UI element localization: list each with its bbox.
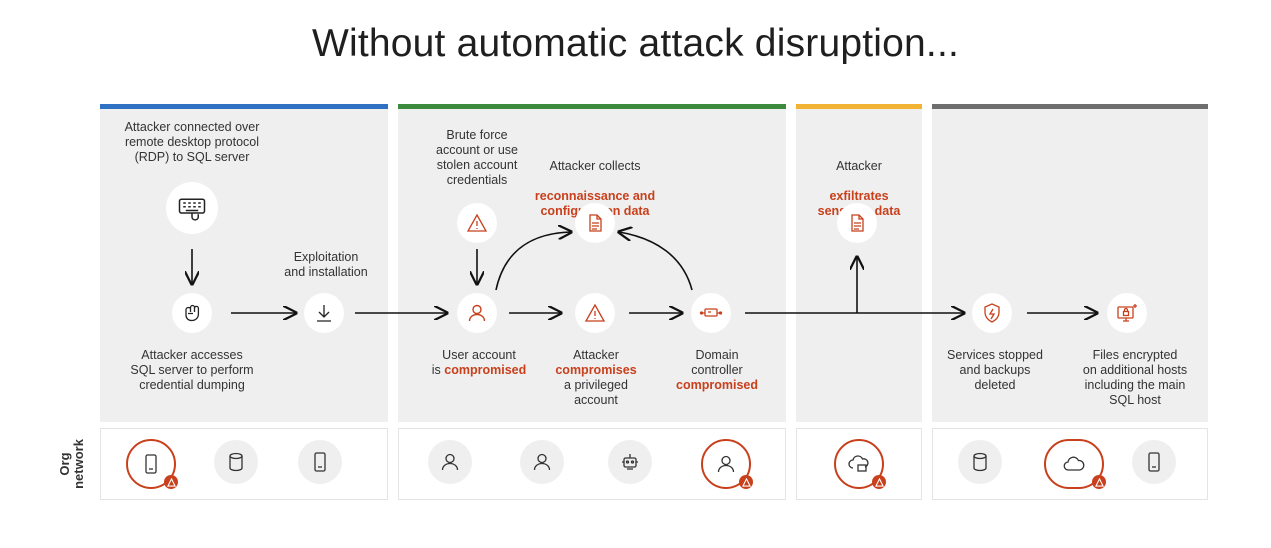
phase-panel-initial-access xyxy=(100,104,388,422)
label-files-encrypted: Files encrypted on additional hosts incl… xyxy=(1082,348,1188,407)
server-icon xyxy=(1132,440,1176,484)
phase-bar-green xyxy=(398,104,786,109)
alert-badge xyxy=(164,475,178,489)
exfil-text: Attacker xyxy=(836,159,882,173)
label-services-stopped: Services stopped and backups deleted xyxy=(947,348,1043,392)
robot-icon xyxy=(608,440,652,484)
phase-bar-blue xyxy=(100,104,388,109)
label-brute-force: Brute force account or use stolen accoun… xyxy=(436,128,518,187)
database-icon xyxy=(958,440,1002,484)
label-privileged: Attacker compromises a privileged accoun… xyxy=(546,348,646,408)
phase-bar-gray xyxy=(932,104,1208,109)
user-icon xyxy=(701,439,753,489)
label-domain-controller: Domain controller compromised xyxy=(662,348,772,393)
shield-icon xyxy=(972,293,1012,333)
document-icon xyxy=(837,203,877,243)
priv-text: Attacker xyxy=(573,348,619,362)
label-user-compromised: User account is compromised xyxy=(424,348,534,378)
phase-bar-yellow xyxy=(796,104,922,109)
recon-text: Attacker collects xyxy=(549,159,641,173)
warning-triangle-icon xyxy=(457,203,497,243)
user-highlight: compromised xyxy=(444,363,527,377)
server-icon xyxy=(691,293,731,333)
user-text: User account is xyxy=(431,348,516,377)
user-icon xyxy=(428,440,472,484)
database-icon xyxy=(214,440,258,484)
warning-triangle-icon xyxy=(575,293,615,333)
server-icon xyxy=(126,439,178,489)
priv-highlight: compromises xyxy=(555,363,637,377)
label-exploitation: Exploitation and installation xyxy=(284,250,368,279)
alert-badge xyxy=(1092,475,1106,489)
dc-text: Domain controller xyxy=(691,348,743,377)
document-icon xyxy=(575,203,615,243)
page-title: Without automatic attack disruption... xyxy=(311,22,960,65)
server-icon xyxy=(298,440,342,484)
download-arrow-icon xyxy=(304,293,344,333)
cloud-monitor-icon xyxy=(834,439,886,489)
label-credential-dumping: Attacker accesses SQL server to perform … xyxy=(130,348,254,392)
user-icon xyxy=(520,440,564,484)
cloud-icon xyxy=(1044,439,1106,489)
user-icon xyxy=(457,293,497,333)
dc-highlight: compromised xyxy=(676,378,758,392)
label-rdp: Attacker connected over remote desktop p… xyxy=(124,120,260,164)
keyboard-hand-icon xyxy=(166,182,218,234)
priv-text-post: a privileged account xyxy=(564,378,628,407)
alert-badge xyxy=(872,475,886,489)
org-network-label: Org network xyxy=(57,439,86,489)
alert-badge xyxy=(739,475,753,489)
lock-screen-icon xyxy=(1107,293,1147,333)
phase-panel-impact xyxy=(932,104,1208,422)
fist-icon xyxy=(172,293,212,333)
phase-panel-lateral-movement xyxy=(398,104,786,422)
